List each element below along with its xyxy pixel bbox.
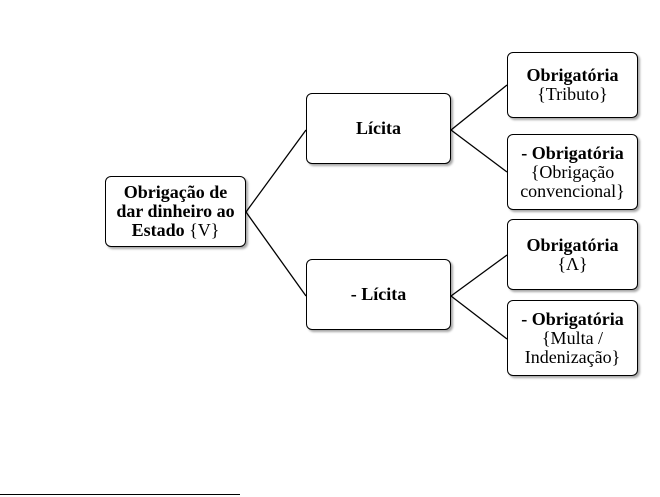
nao-licita-node: - Lícita: [306, 259, 451, 330]
connector-nao-licita-leaf4: [451, 296, 507, 339]
licita-node: Lícita: [306, 93, 451, 164]
footnote-divider: [0, 494, 240, 495]
leaf3-body: {Λ}: [557, 255, 587, 274]
leaf2-body-2: convencional}: [520, 182, 625, 201]
root-line-3-symbol: {V}: [189, 220, 219, 240]
leaf1-title: Obrigatória: [527, 66, 619, 85]
root-line-1: Obrigação de: [124, 183, 228, 202]
leaf2-body-1: {Obrigação: [531, 163, 615, 182]
root-node: Obrigação de dar dinheiro ao Estado {V}: [105, 176, 246, 247]
root-line-3-text: Estado: [132, 220, 185, 240]
connector-licita-leaf2: [451, 130, 507, 172]
leaf-obrigatoria-vazio: Obrigatória {Λ}: [507, 219, 638, 290]
leaf1-body: {Tributo}: [537, 85, 608, 104]
root-line-3: Estado {V}: [132, 221, 220, 240]
root-line-2: dar dinheiro ao: [116, 202, 234, 221]
connector-root-licita: [246, 130, 306, 212]
leaf-obrigatoria-tributo: Obrigatória {Tributo}: [507, 52, 638, 118]
leaf-nao-obrigatoria-multa: - Obrigatória {Multa / Indenização}: [507, 300, 638, 376]
leaf-nao-obrigatoria-convencional: - Obrigatória {Obrigação convencional}: [507, 134, 638, 210]
connector-nao-licita-leaf3: [451, 255, 507, 296]
leaf4-title: - Obrigatória: [521, 310, 623, 329]
leaf4-body-2: Indenização}: [525, 348, 621, 367]
leaf4-body-1: {Multa /: [542, 329, 603, 348]
leaf2-title: - Obrigatória: [521, 144, 623, 163]
leaf3-title: Obrigatória: [527, 236, 619, 255]
licita-label: Lícita: [356, 119, 401, 138]
connector-root-nao-licita: [246, 212, 306, 296]
nao-licita-label: - Lícita: [351, 285, 407, 304]
connector-licita-leaf1: [451, 85, 507, 130]
